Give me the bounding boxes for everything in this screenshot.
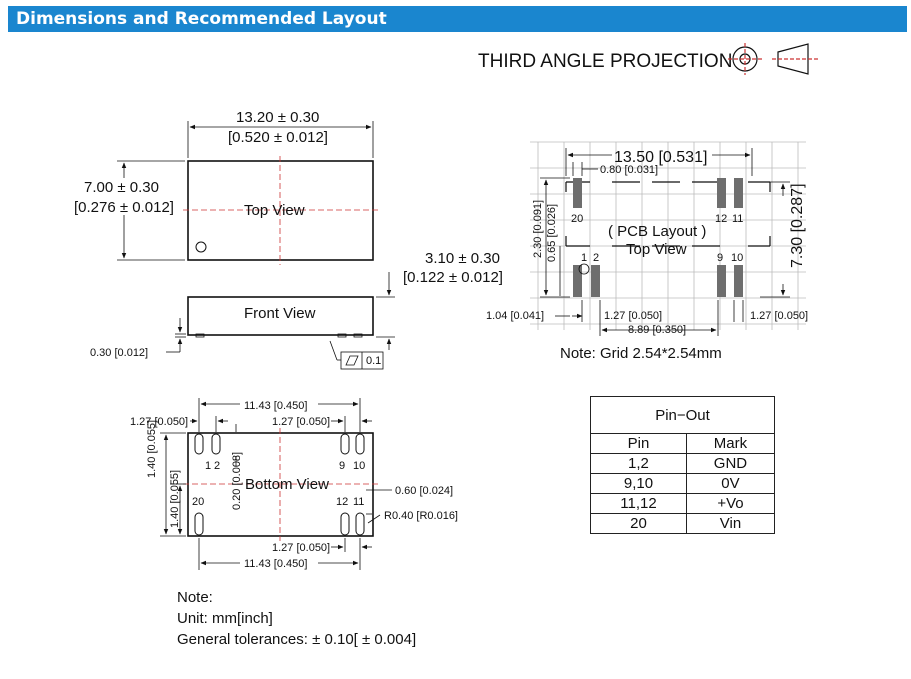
pcb-pin-9: 9 — [717, 252, 723, 264]
table-row: 1,2 GND — [590, 453, 776, 474]
pinout-cell: GND — [685, 453, 776, 474]
pcb-pin-20: 20 — [571, 213, 583, 225]
pcb-layout-title: ( PCB Layout ) — [608, 223, 706, 240]
pcb-pin-1: 1 — [581, 252, 587, 264]
pcb-pad-offset-label: 0.80 [0.031] — [600, 164, 658, 176]
pcb-pin-2: 2 — [593, 252, 599, 264]
pinout-header-row: Pin Mark — [590, 433, 776, 454]
front-height-inch-label: [0.122 ± 0.012] — [403, 269, 503, 286]
pcb-dim-104: 1.04 [0.041] — [486, 310, 544, 322]
header-bar — [8, 6, 907, 32]
top-view — [117, 121, 378, 265]
pinout-table: Pin−Out Pin Mark 1,2 GND 9,10 0V 11,12 +… — [590, 396, 776, 534]
pcb-dim-230: 2.30 [0.091] — [532, 200, 544, 258]
bottom-view-label: Bottom View — [245, 476, 329, 493]
pinout-caption: Pin−Out — [590, 396, 775, 434]
pinout-header-pin: Pin — [590, 433, 687, 454]
pcb-dim-065: 0.65 [0.026] — [546, 204, 558, 262]
pinout-cell: +Vo — [685, 493, 776, 514]
front-view-label: Front View — [244, 305, 316, 322]
pcb-pin-11: 11 — [732, 213, 743, 225]
pcb-layout-subtitle: Top View — [626, 241, 687, 258]
header-title: Dimensions and Recommended Layout — [16, 9, 387, 29]
pcb-layout — [530, 141, 806, 336]
pinout-cell: 1,2 — [590, 453, 687, 474]
top-width-label: 7.00 ± 0.30 — [84, 179, 159, 196]
projection-label: THIRD ANGLE PROJECTION — [478, 51, 732, 72]
bottom-dim-127-bottom: 1.27 [0.050] — [272, 542, 330, 554]
bottom-dim-140b: 1.40 [0.055] — [169, 470, 181, 528]
pinout-caption-row: Pin−Out — [590, 396, 775, 434]
flatness-value: 0.1 — [366, 355, 381, 367]
bottom-view — [160, 398, 392, 570]
pinout-cell: 20 — [590, 513, 687, 534]
table-row: 20 Vin — [590, 513, 776, 534]
bottom-dim-r040: R0.40 [R0.016] — [384, 510, 458, 522]
bottom-dim-1143-bottom: 11.43 [0.450] — [244, 558, 307, 570]
pinout-cell: Vin — [685, 513, 776, 534]
bottom-pin-9: 9 — [339, 460, 345, 472]
bottom-dim-060: 0.60 [0.024] — [395, 485, 453, 497]
pinout-cell: 11,12 — [590, 493, 687, 514]
pinout-header-mark: Mark — [685, 433, 776, 454]
grid-note: Note: Grid 2.54*2.54mm — [560, 345, 722, 362]
notes-block: Note: Unit: mm[inch] General tolerances:… — [177, 587, 416, 650]
top-view-label: Top View — [244, 202, 305, 219]
pcb-height-label: 7.30 [0.287] — [789, 183, 806, 268]
front-view — [166, 272, 395, 370]
bottom-pin-12: 12 — [336, 496, 348, 508]
notes-title: Note: — [177, 589, 213, 606]
bottom-pin-1: 1 — [205, 460, 211, 472]
top-length-label: 13.20 ± 0.30 — [236, 109, 319, 126]
top-width-inch-label: [0.276 ± 0.012] — [74, 199, 174, 216]
header: Dimensions and Recommended Layout — [0, 0, 911, 36]
bottom-dim-020: 0.20 [0.008] — [231, 452, 243, 510]
pcb-pin-12: 12 — [715, 213, 727, 225]
pinout-cell: 9,10 — [590, 473, 687, 494]
notes-tolerance: General tolerances: ± 0.10[ ± 0.004] — [177, 631, 417, 648]
projection-symbol-icon — [728, 43, 818, 75]
bottom-dim-1143-top: 11.43 [0.450] — [244, 400, 307, 412]
bottom-dim-140a: 1.40 [0.055] — [146, 420, 158, 478]
bottom-pin-2: 2 — [214, 460, 220, 472]
table-row: 11,12 +Vo — [590, 493, 776, 514]
bottom-pin-10: 10 — [353, 460, 365, 472]
front-height-label: 3.10 ± 0.30 — [425, 250, 500, 267]
front-standoff-label: 0.30 [0.012] — [90, 347, 148, 359]
notes-unit: Unit: mm[inch] — [177, 610, 273, 627]
pcb-pin-10: 10 — [731, 252, 743, 264]
bottom-pin-20: 20 — [192, 496, 204, 508]
pcb-width-label: 13.50 [0.531] — [614, 149, 707, 166]
bottom-pin-11: 11 — [353, 496, 364, 508]
pcb-dim-127a: 1.27 [0.050] — [604, 310, 662, 322]
bottom-dim-127-left: 1.27 [0.050] — [130, 416, 188, 428]
pinout-cell: 0V — [685, 473, 776, 494]
top-length-inch-label: [0.520 ± 0.012] — [228, 129, 328, 146]
pcb-dim-889: 8.89 [0.350] — [628, 324, 686, 336]
table-row: 9,10 0V — [590, 473, 776, 494]
bottom-dim-127-right: 1.27 [0.050] — [272, 416, 330, 428]
pcb-dim-127b: 1.27 [0.050] — [750, 310, 808, 322]
